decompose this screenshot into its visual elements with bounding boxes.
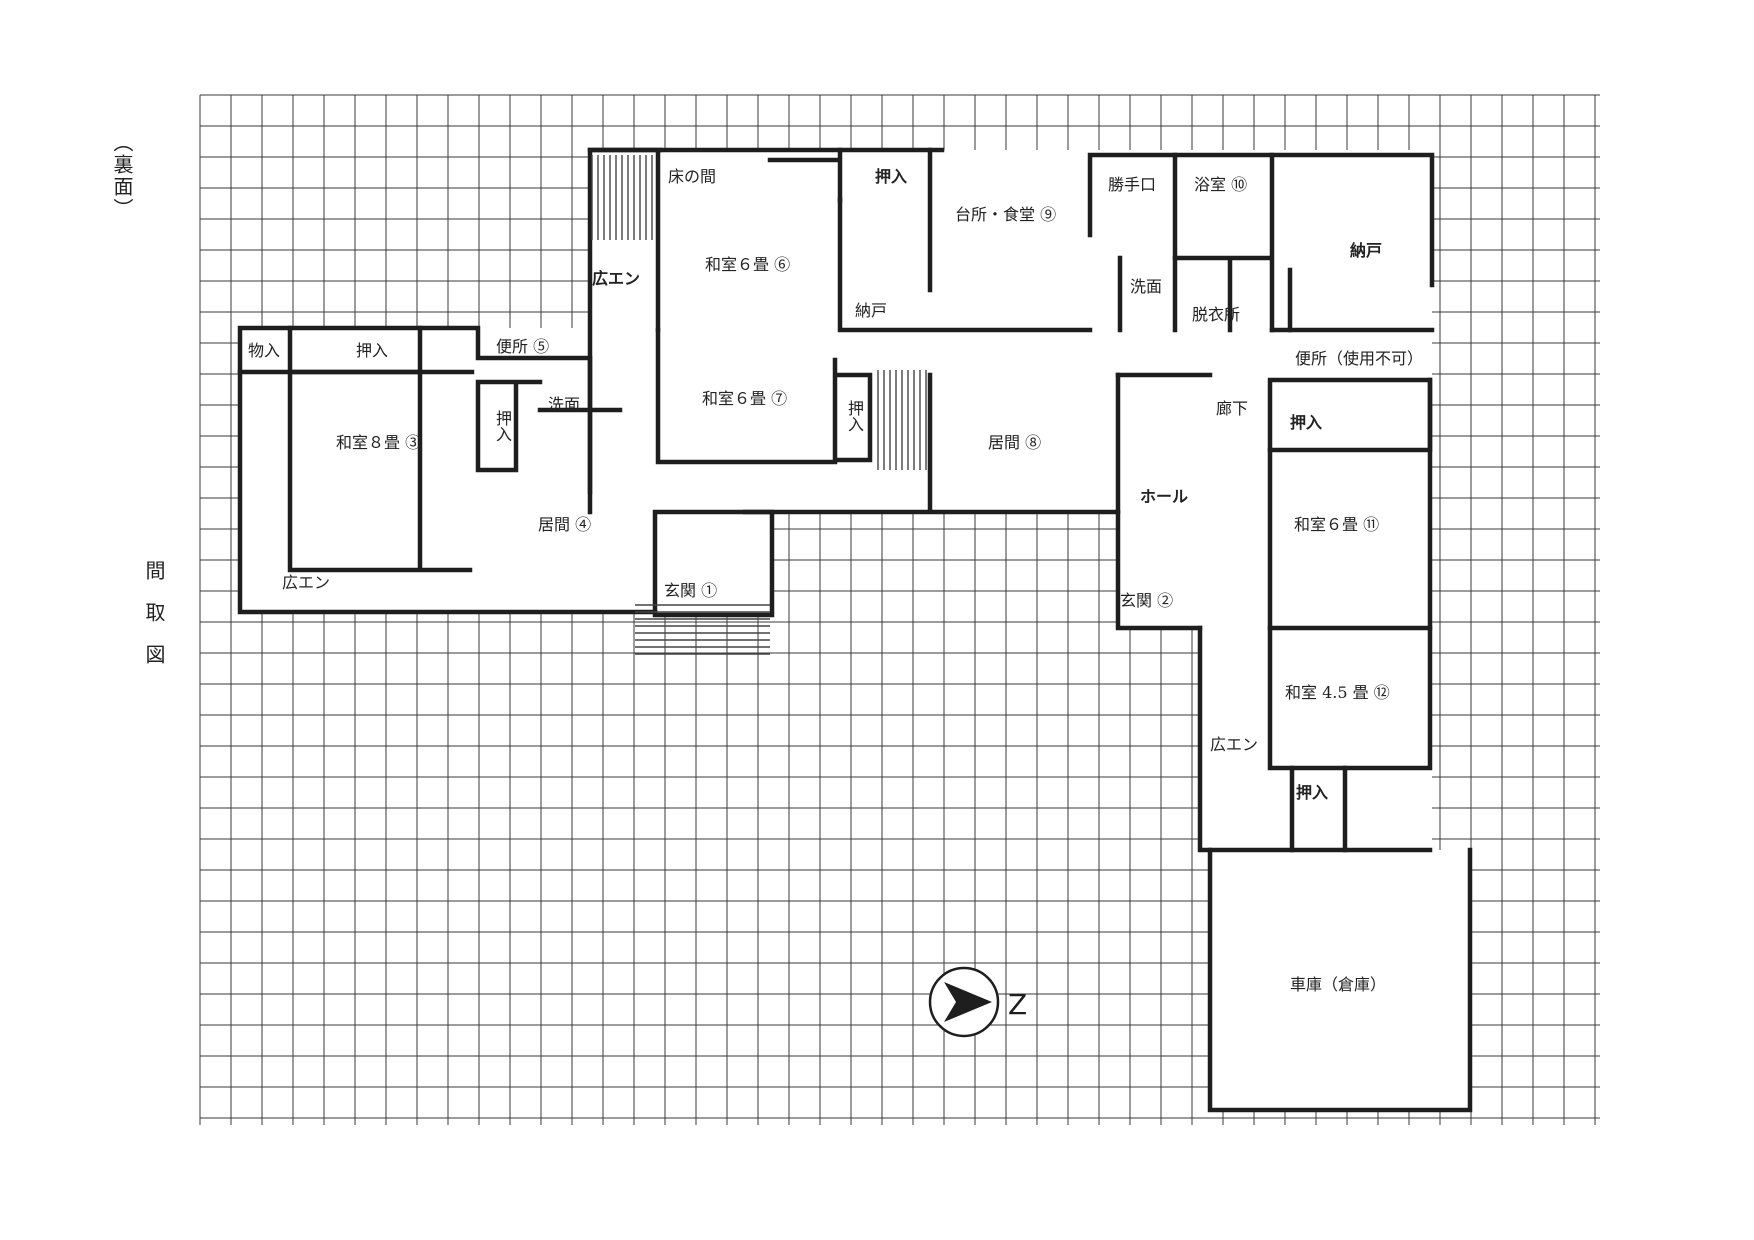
room-monoire: 物入 bbox=[248, 341, 281, 360]
room-kitchen: 台所・食堂 ⑨ bbox=[955, 205, 1057, 224]
footprint-west bbox=[240, 328, 655, 612]
room-nando: 納戸 bbox=[855, 301, 888, 320]
compass-arrow bbox=[944, 982, 992, 1022]
room-hiroen-left: 広エン bbox=[282, 573, 331, 592]
room-datsuijo: 脱衣所 bbox=[1192, 305, 1241, 324]
room-bath: 浴室 ⑩ bbox=[1194, 175, 1248, 194]
room-senmen-right: 洗面 bbox=[1130, 277, 1163, 296]
room-nando-right: 納戸 bbox=[1350, 241, 1383, 260]
room-hall: ホール bbox=[1140, 487, 1189, 506]
diagram-title: 間取図 bbox=[142, 560, 166, 686]
room-washitsu6-6: 和室６畳 ⑥ bbox=[705, 255, 791, 274]
footprint-north bbox=[590, 150, 1432, 330]
walls bbox=[237, 147, 1473, 1113]
room-genkan-2: 玄関 ② bbox=[1120, 591, 1174, 610]
room-katteguchi: 勝手口 bbox=[1108, 175, 1157, 194]
footprint-genkan1 bbox=[655, 512, 772, 615]
compass-letter: Z bbox=[1008, 988, 1027, 1021]
room-hiroen-right: 広エン bbox=[1210, 735, 1259, 754]
room-rouka: 廊下 bbox=[1216, 399, 1249, 418]
wall-hiroen-right bbox=[1197, 625, 1433, 853]
room-washitsu6-11: 和室６畳 ⑪ bbox=[1294, 515, 1380, 534]
room-oshiire-left: 押入 bbox=[356, 341, 389, 360]
wall-ima8 bbox=[742, 372, 1121, 515]
room-senmen-left: 洗面 bbox=[548, 395, 581, 414]
wall-nando bbox=[837, 147, 1093, 333]
room-oshiire-right: 押入 bbox=[1290, 413, 1323, 432]
wall-oshiire-small bbox=[475, 379, 623, 473]
footprint-south-east bbox=[1200, 628, 1432, 850]
room-washitsu8: 和室８畳 ③ bbox=[336, 433, 422, 452]
hatch-hiroen-top bbox=[591, 155, 653, 240]
room-washitsu4-5: 和室 4.5 畳 ⑫ bbox=[1285, 683, 1390, 702]
room-washitsu6-7: 和室６畳 ⑦ bbox=[702, 389, 788, 408]
room-hiroen-top: 広エン bbox=[592, 269, 641, 288]
footprint-center bbox=[590, 330, 1118, 512]
room-garage: 車庫（倉庫） bbox=[1290, 975, 1387, 994]
footprint-garage bbox=[1210, 850, 1470, 1110]
compass: Z bbox=[928, 966, 1027, 1038]
room-oshiire-top: 押入 bbox=[875, 167, 908, 186]
wall-nando-right bbox=[1269, 152, 1435, 333]
wall-east-spine bbox=[1115, 372, 1203, 631]
room-ima4: 居間 ④ bbox=[538, 515, 592, 534]
wall-washitsu11 bbox=[1267, 377, 1433, 631]
side-label: （裏面） bbox=[110, 132, 134, 220]
wall-garage bbox=[1207, 847, 1473, 1113]
wall-washitsu45 bbox=[1267, 625, 1433, 771]
room-oshiire-mid: 押入 bbox=[845, 400, 864, 432]
stair-hatching bbox=[591, 155, 927, 655]
wall-oshiire-bottom bbox=[1289, 765, 1348, 853]
hatch-washitsu7-steps bbox=[877, 370, 927, 470]
wall-tokonoma bbox=[767, 147, 843, 203]
wall-washitsu8-inner bbox=[287, 369, 473, 573]
room-ima8: 居間 ⑧ bbox=[988, 433, 1042, 452]
hatch-genkan1 bbox=[635, 604, 770, 655]
room-oshiire-bottom: 押入 bbox=[1296, 783, 1329, 802]
room-genkan-1: 玄関 ① bbox=[664, 581, 718, 600]
room-toilet-unusable: 便所（使用不可） bbox=[1295, 349, 1424, 368]
room-oshiire-small: 押入 bbox=[493, 410, 512, 442]
room-toilet-5: 便所 ⑤ bbox=[496, 337, 550, 356]
wall-washitsu7 bbox=[655, 327, 873, 465]
room-tokonoma: 床の間 bbox=[668, 167, 717, 186]
